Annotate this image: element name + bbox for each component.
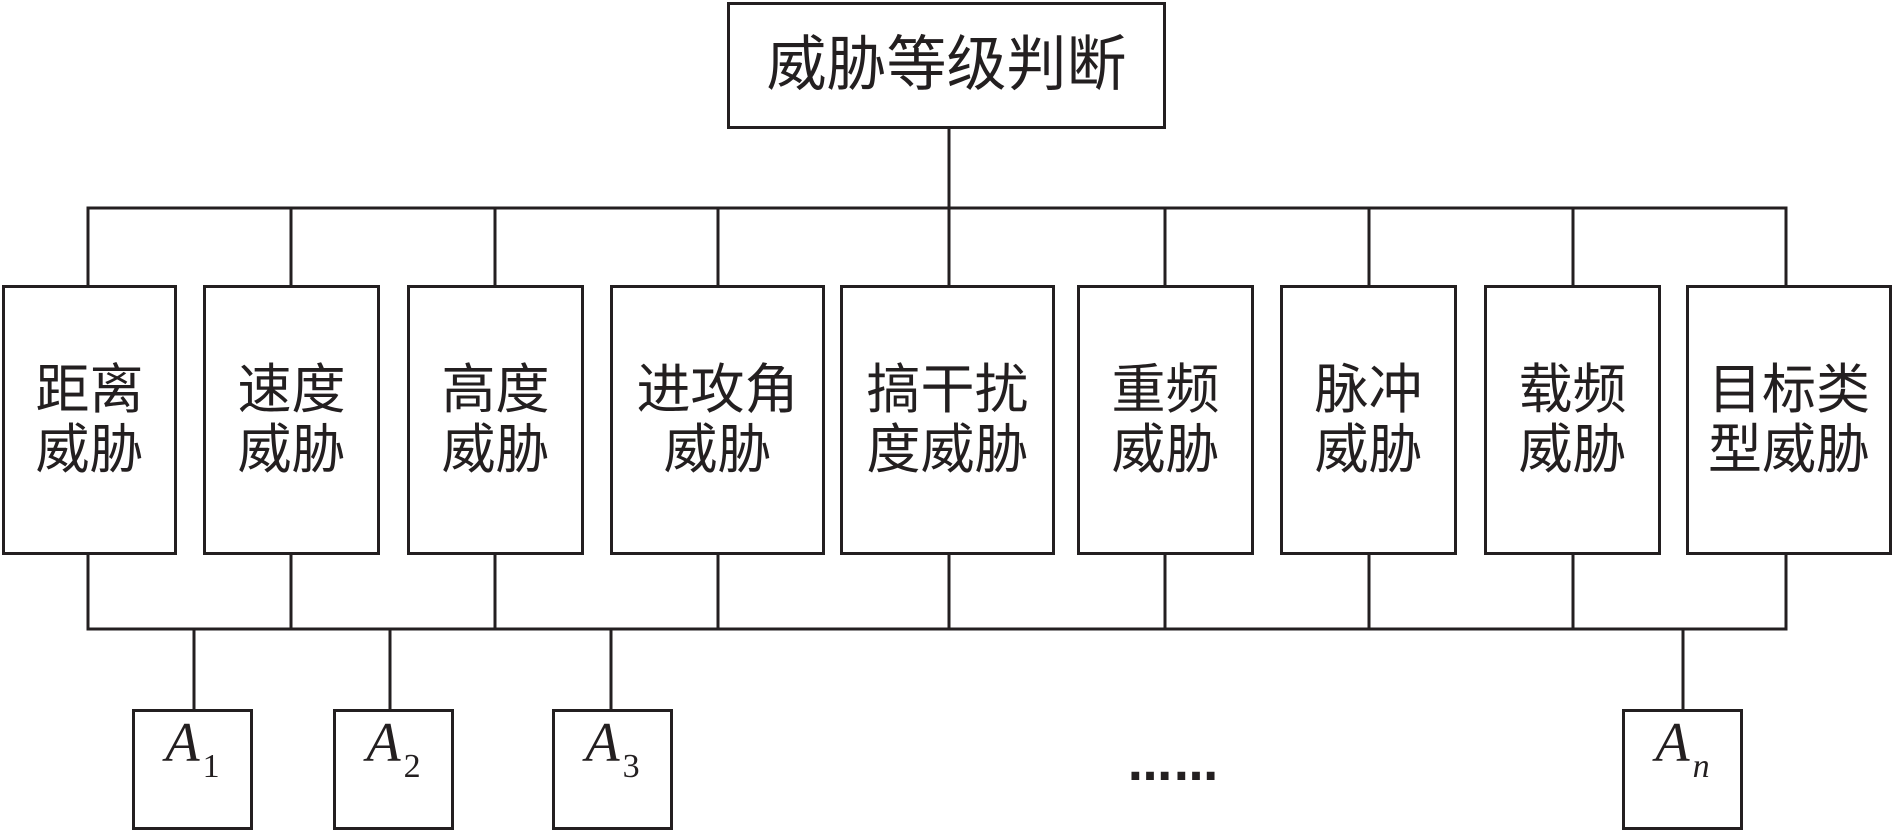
criterion-label-line2: 威胁 [663,418,772,481]
criterion-label-line2: 威胁 [1111,418,1220,481]
criterion-label-line2: 型威胁 [1708,418,1870,481]
criterion-label-line2: 威胁 [1314,418,1423,481]
criterion-altitude-threat: 高度 威胁 [407,285,584,555]
criterion-distance-threat: 距离 威胁 [2,285,177,555]
root-node: 威胁等级判断 [727,2,1166,129]
ellipsis: …… [1128,740,1220,791]
alternative-subscript: 1 [202,748,220,785]
criterion-label-line2: 威胁 [441,418,550,481]
criterion-label-line2: 度威胁 [866,418,1029,481]
criterion-attack-angle-threat: 进攻角 威胁 [610,285,825,555]
criterion-pulse-threat: 脉冲 威胁 [1280,285,1457,555]
criterion-label-line1: 搞干扰 [866,357,1029,421]
criterion-jamming-threat: 搞干扰 度威胁 [840,285,1055,555]
criterion-prf-threat: 重频 威胁 [1077,285,1254,555]
criterion-label-line1: 高度 [441,357,550,421]
alternative-letter: A [1655,712,1690,774]
criterion-speed-threat: 速度 威胁 [203,285,380,555]
criterion-target-type-threat: 目标类 型威胁 [1686,285,1892,555]
alternative-letter: A [585,712,620,774]
criterion-label-line1: 脉冲 [1314,357,1423,421]
alternative-subscript: 3 [622,748,640,785]
alternative-subscript: n [1692,748,1710,785]
alternative-a3: A 3 [552,709,673,830]
criterion-label-line1: 重频 [1111,357,1220,421]
alternative-an: A n [1622,709,1743,830]
criterion-label-line1: 载频 [1518,357,1627,421]
alternative-a2: A 2 [333,709,454,830]
root-label: 威胁等级判断 [766,29,1127,100]
alternative-letter: A [165,712,200,774]
criterion-label-line2: 威胁 [237,418,346,481]
criterion-label-line2: 威胁 [1518,418,1627,481]
criterion-label-line2: 威胁 [35,418,144,481]
criterion-carrier-frequency-threat: 载频 威胁 [1484,285,1661,555]
alternative-letter: A [366,712,401,774]
criterion-label-line1: 进攻角 [636,357,799,421]
alternative-subscript: 2 [403,748,421,785]
criterion-label-line1: 速度 [237,357,346,421]
alternative-a1: A 1 [132,709,253,830]
criterion-label-line1: 目标类 [1708,357,1870,421]
criterion-label-line1: 距离 [35,357,144,421]
